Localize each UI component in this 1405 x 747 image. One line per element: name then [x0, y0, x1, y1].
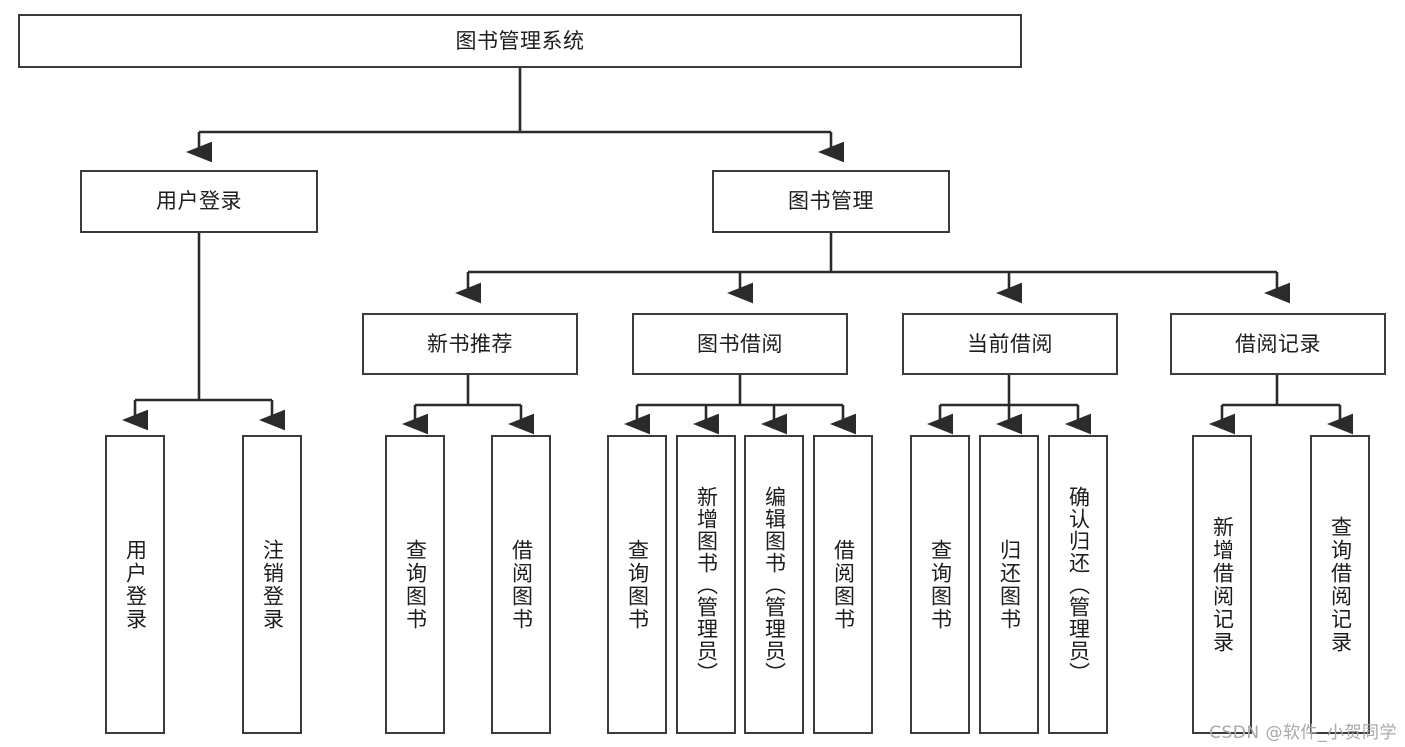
node-leaf-return-book-label: 归还图书 — [997, 538, 1022, 631]
node-root[interactable]: 图书管理系统 — [18, 14, 1022, 68]
node-leaf-query-book-2-label: 查询图书 — [625, 538, 650, 631]
node-user-login[interactable]: 用户登录 — [80, 170, 318, 233]
node-leaf-user-login[interactable]: 用户登录 — [105, 435, 165, 734]
node-leaf-add-record-label: 新增借阅记录 — [1210, 515, 1235, 654]
node-leaf-add-book-label: 新增图书（管理员） — [694, 485, 719, 684]
node-book-borrow[interactable]: 图书借阅 — [632, 313, 848, 375]
node-borrow-record-label: 借阅记录 — [1235, 331, 1321, 356]
node-root-label: 图书管理系统 — [455, 28, 585, 53]
node-leaf-user-login-label: 用户登录 — [123, 538, 148, 631]
node-book-management[interactable]: 图书管理 — [712, 170, 950, 233]
node-leaf-query-record-label: 查询借阅记录 — [1328, 515, 1353, 654]
node-leaf-query-book-1[interactable]: 查询图书 — [385, 435, 445, 734]
node-borrow-record[interactable]: 借阅记录 — [1170, 313, 1386, 375]
node-book-management-label: 图书管理 — [788, 189, 874, 214]
node-leaf-edit-book-label: 编辑图书（管理员） — [762, 485, 787, 684]
node-leaf-add-record[interactable]: 新增借阅记录 — [1192, 435, 1252, 734]
node-leaf-edit-book[interactable]: 编辑图书（管理员） — [744, 435, 804, 734]
node-leaf-user-logout-label: 注销登录 — [260, 538, 285, 631]
node-leaf-confirm-return-label: 确认归还（管理员） — [1066, 485, 1091, 684]
node-new-book-recommend-label: 新书推荐 — [427, 331, 513, 356]
node-leaf-return-book[interactable]: 归还图书 — [979, 435, 1039, 734]
node-current-borrow[interactable]: 当前借阅 — [902, 313, 1118, 375]
node-leaf-query-book-3-label: 查询图书 — [928, 538, 953, 631]
node-leaf-query-book-2[interactable]: 查询图书 — [607, 435, 667, 734]
node-leaf-borrow-book-2-label: 借阅图书 — [831, 538, 856, 631]
node-leaf-add-book[interactable]: 新增图书（管理员） — [676, 435, 736, 734]
node-user-login-label: 用户登录 — [156, 189, 242, 214]
node-leaf-query-record[interactable]: 查询借阅记录 — [1310, 435, 1370, 734]
node-leaf-query-book-3[interactable]: 查询图书 — [910, 435, 970, 734]
node-leaf-confirm-return[interactable]: 确认归还（管理员） — [1048, 435, 1108, 734]
node-current-borrow-label: 当前借阅 — [967, 331, 1053, 356]
node-leaf-user-logout[interactable]: 注销登录 — [242, 435, 302, 734]
node-leaf-borrow-book-1[interactable]: 借阅图书 — [491, 435, 551, 734]
node-leaf-borrow-book-2[interactable]: 借阅图书 — [813, 435, 873, 734]
watermark-text: CSDN @软件_小贺同学 — [1209, 723, 1397, 743]
node-leaf-borrow-book-1-label: 借阅图书 — [509, 538, 534, 631]
node-leaf-query-book-1-label: 查询图书 — [403, 538, 428, 631]
node-book-borrow-label: 图书借阅 — [697, 331, 783, 356]
node-new-book-recommend[interactable]: 新书推荐 — [362, 313, 578, 375]
